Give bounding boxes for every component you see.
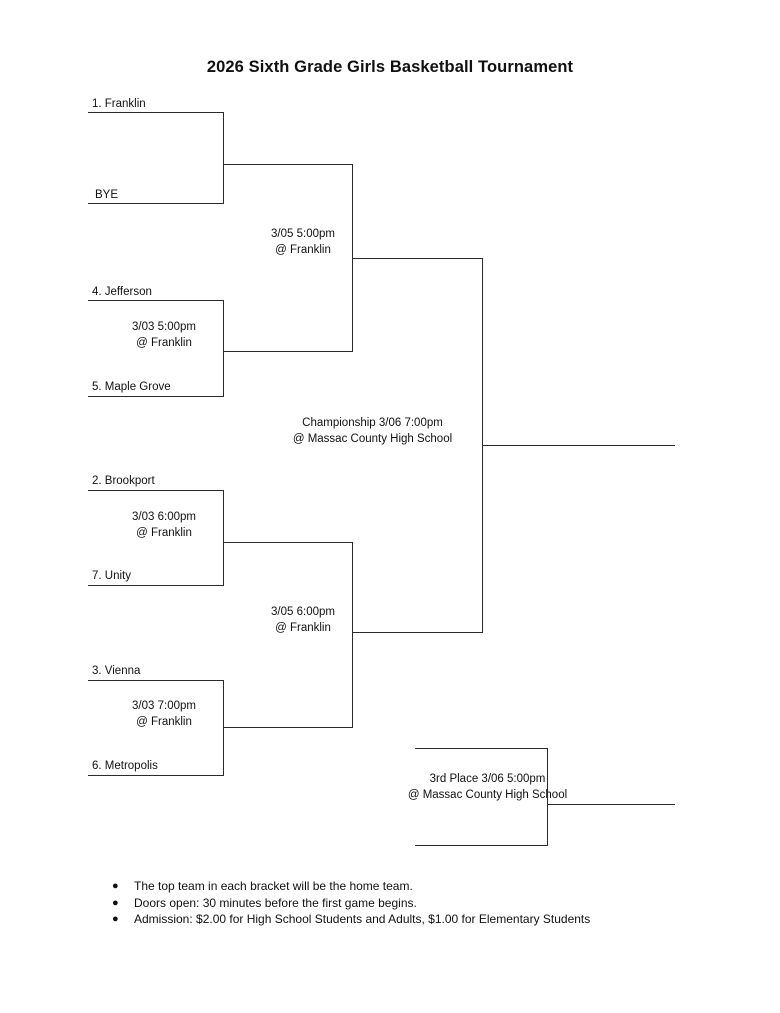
bullet-icon: ● xyxy=(112,880,119,892)
note-text: Admission: $2.00 for High School Student… xyxy=(134,912,591,926)
note-item: ● Doors open: 30 minutes before the firs… xyxy=(104,895,724,912)
note-item: ● The top team in each bracket will be t… xyxy=(104,878,724,895)
game-info-championship-line1: Championship 3/06 7:00pm xyxy=(302,417,443,429)
team-underline-franklin xyxy=(88,112,224,113)
bracket-connector-r1-m2 xyxy=(223,300,224,396)
team-underline-maple-grove xyxy=(88,396,224,397)
game-info-r1-m3: 3/03 6:00pm @ Franklin xyxy=(104,510,224,541)
note-item: ● Admission: $2.00 for High School Stude… xyxy=(104,911,724,928)
bracket-connector-third-place xyxy=(547,748,548,846)
game-info-r2-m2-line2: @ Franklin xyxy=(275,621,331,634)
game-info-r1-m2: 3/03 5:00pm @ Franklin xyxy=(104,320,224,351)
team-underline-metropolis xyxy=(88,775,224,776)
bracket-advance-r2-m1 xyxy=(352,258,483,259)
tournament-notes: ● The top team in each bracket will be t… xyxy=(104,878,724,928)
team-underline-bye xyxy=(88,203,224,204)
team-label-franklin: 1. Franklin xyxy=(92,98,146,110)
page-title: 2026 Sixth Grade Girls Basketball Tourna… xyxy=(206,58,574,76)
game-info-r1-m4: 3/03 7:00pm @ Franklin xyxy=(104,699,224,730)
third-place-top-line xyxy=(415,748,548,749)
team-label-jefferson: 4. Jefferson xyxy=(92,286,152,298)
game-info-championship-line2: @ Massac County High School xyxy=(292,432,453,445)
game-info-r1-m2-line2: @ Franklin xyxy=(136,336,192,349)
game-info-third-place: 3rd Place 3/06 5:00pm @ Massac County Hi… xyxy=(385,772,590,803)
team-label-vienna: 3. Vienna xyxy=(92,665,141,677)
team-underline-brookport xyxy=(88,490,224,491)
game-info-third-place-line2: @ Massac County High School xyxy=(407,788,568,801)
bracket-advance-r1-m1 xyxy=(223,164,353,165)
bracket-connector-r1-m3 xyxy=(223,490,224,585)
game-info-r2-m1-line1: 3/05 5:00pm xyxy=(271,228,335,240)
team-label-unity: 7. Unity xyxy=(92,570,131,582)
game-info-third-place-line1: 3rd Place 3/06 5:00pm xyxy=(429,773,546,785)
game-info-championship: Championship 3/06 7:00pm @ Massac County… xyxy=(270,416,475,447)
game-info-r1-m3-line2: @ Franklin xyxy=(136,526,192,539)
game-info-r1-m2-line1: 3/03 5:00pm xyxy=(132,321,196,333)
bracket-advance-r1-m4 xyxy=(223,727,353,728)
bracket-advance-r1-m2 xyxy=(223,351,353,352)
game-info-r1-m4-line2: @ Franklin xyxy=(136,715,192,728)
game-info-r2-m1-line2: @ Franklin xyxy=(275,243,331,256)
note-text: Doors open: 30 minutes before the first … xyxy=(134,895,417,910)
game-info-r2-m2: 3/05 6:00pm @ Franklin xyxy=(242,605,364,636)
game-info-r1-m4-line1: 3/03 7:00pm xyxy=(132,700,196,712)
notes-list: ● The top team in each bracket will be t… xyxy=(104,878,724,928)
note-text: The top team in each bracket will be the… xyxy=(134,879,413,893)
team-underline-vienna xyxy=(88,680,224,681)
bracket-connector-r1-m1 xyxy=(223,112,224,204)
team-label-bye: BYE xyxy=(95,189,119,201)
bracket-connector-r2-m2 xyxy=(352,542,353,728)
bracket-champion-line xyxy=(482,445,675,446)
team-underline-unity xyxy=(88,585,224,586)
team-label-metropolis: 6. Metropolis xyxy=(92,760,158,772)
game-info-r2-m2-line1: 3/05 6:00pm xyxy=(271,606,335,618)
team-label-maple-grove: 5. Maple Grove xyxy=(92,381,171,393)
team-label-brookport: 2. Brookport xyxy=(92,475,155,487)
team-underline-jefferson xyxy=(88,300,224,301)
bullet-icon: ● xyxy=(112,913,119,925)
bracket-advance-r2-m2 xyxy=(352,632,483,633)
game-info-r2-m1: 3/05 5:00pm @ Franklin xyxy=(242,227,364,258)
game-info-r1-m3-line1: 3/03 6:00pm xyxy=(132,511,196,523)
bracket-third-place-winner-line xyxy=(547,804,675,805)
third-place-bottom-line xyxy=(415,845,548,846)
bullet-icon: ● xyxy=(112,896,119,909)
bracket-advance-r1-m3 xyxy=(223,542,353,543)
